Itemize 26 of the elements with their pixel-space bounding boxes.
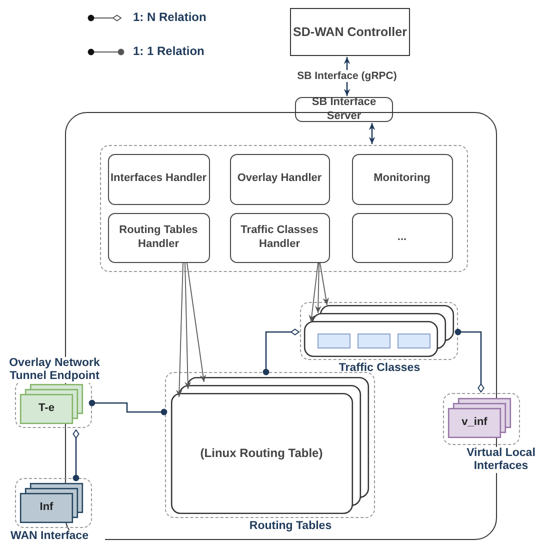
box-label: ... <box>397 230 407 244</box>
box-label: Interfaces Handler <box>110 172 206 186</box>
process-box <box>352 212 452 262</box>
card-stack <box>448 398 511 438</box>
process-box <box>230 212 330 262</box>
legend-text: 1: 1 Relation <box>133 44 204 58</box>
stack-label: Inf <box>40 501 54 515</box>
process-box <box>108 212 210 262</box>
box-label: SD-WAN Controller <box>293 24 407 40</box>
legend-text: 1: N Relation <box>133 10 206 24</box>
controller-box <box>290 8 410 56</box>
process-box <box>108 154 210 204</box>
box-label: Traffic Classes Handler <box>240 224 320 251</box>
group-label: Virtual Local Interfaces <box>466 447 535 474</box>
stack-label: v_inf <box>462 416 488 430</box>
card-stack <box>20 384 83 424</box>
box-label: Overlay Handler <box>237 172 322 186</box>
process-box <box>295 97 393 122</box>
box-label: Monitoring <box>374 172 430 186</box>
process-box <box>352 154 452 204</box>
stack-label: (Linux Routing Table) <box>200 446 323 460</box>
process-box <box>230 154 330 204</box>
box-label: Routing Tables Handler <box>118 224 199 251</box>
stack-label: T-e <box>38 402 54 416</box>
card-stack <box>20 483 83 523</box>
dashed-group <box>100 144 468 272</box>
